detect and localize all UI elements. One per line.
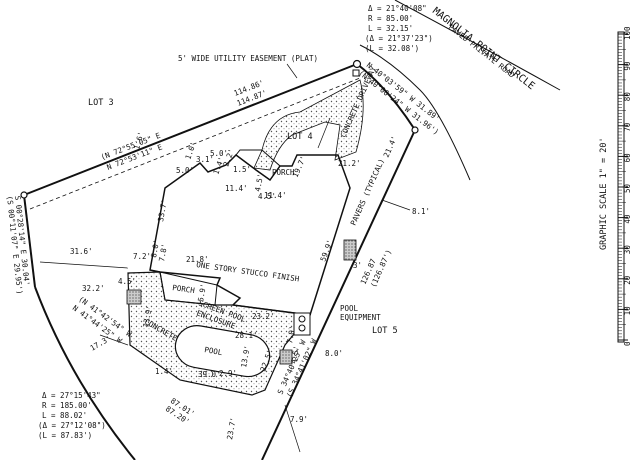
scale-tick-label: 10 bbox=[623, 306, 632, 316]
property-boundary bbox=[20, 0, 561, 460]
lot-5-label: LOT 5 bbox=[372, 326, 398, 336]
curve-delta-record: (Δ = 27°12'08") bbox=[38, 421, 106, 430]
driveway bbox=[253, 79, 364, 171]
scale-tick-label: 30 bbox=[623, 245, 632, 255]
dim-label: 7.0' bbox=[285, 325, 297, 344]
dim-label: 21.8' bbox=[186, 255, 209, 264]
curve-data-bottom: Δ = 27°15'43" R = 185.00' L = 88.02' (Δ … bbox=[38, 391, 106, 440]
curve-delta: Δ = 27°15'43" bbox=[42, 391, 101, 400]
easement-label: 5' WIDE UTILITY EASEMENT (PLAT) bbox=[178, 54, 318, 63]
curve-length: L = 32.15' bbox=[368, 24, 413, 33]
pool-label: POOL bbox=[204, 345, 224, 357]
curve-length-record: (L = 87.83') bbox=[38, 431, 92, 440]
scale-tick-label: 20 bbox=[623, 275, 632, 285]
road-subtitle: PAVED PRIVATE ROAD bbox=[447, 22, 517, 79]
scale-tick-label: 90 bbox=[623, 61, 632, 71]
house-label: ONE STORY STUCCO FINISH bbox=[196, 260, 301, 283]
easement-line bbox=[29, 77, 361, 210]
dim-label: 17.3' bbox=[89, 334, 113, 353]
rear-porch-label: PORCH bbox=[172, 283, 196, 295]
graphic-scale: GRAPHIC SCALE 1" = 20' 10090807060504030… bbox=[599, 26, 632, 346]
dim-label: 5.0' bbox=[210, 149, 228, 158]
scale-tick-label: 60 bbox=[623, 153, 632, 163]
dim-label: 4.5' bbox=[289, 345, 301, 364]
curve-radius: R = 185.00' bbox=[42, 401, 92, 410]
curve-delta: Δ = 21°40'08" bbox=[368, 4, 427, 13]
west-boundary-line bbox=[23, 194, 36, 288]
west-labels: (S 00°11'07" E 29.95') S 00°28'14" E 30.… bbox=[5, 195, 31, 295]
dim-label: 11.4' bbox=[225, 184, 248, 193]
dim-label: 28.1' bbox=[235, 331, 258, 340]
lot-3-label: LOT 3 bbox=[88, 98, 114, 108]
dim-label: 13.9' bbox=[141, 305, 154, 329]
dim-label: 4.5' bbox=[258, 192, 276, 201]
road-right-of-way bbox=[359, 44, 471, 181]
dim-label: 4.5' bbox=[118, 277, 136, 286]
corner-marker-icon bbox=[352, 69, 360, 77]
dim-label: 8.0' bbox=[149, 239, 161, 258]
dim-label: 4.5' bbox=[253, 173, 265, 192]
scale-tick-label: 70 bbox=[623, 122, 632, 132]
north-boundary-line bbox=[23, 63, 358, 196]
dim-label: 33.7' bbox=[156, 199, 169, 223]
dim-label: 23.7' bbox=[225, 417, 238, 441]
dim-label: 3' bbox=[353, 261, 362, 270]
dim-label: 21.4' bbox=[382, 135, 399, 159]
pavers-patch bbox=[343, 239, 357, 261]
curve-length: L = 88.02' bbox=[42, 411, 87, 420]
pool-equipment-label-1: POOL bbox=[340, 304, 359, 313]
corner-monument-icon bbox=[352, 59, 362, 69]
east-boundary-line bbox=[261, 129, 416, 460]
pool-outline bbox=[174, 325, 271, 378]
dim-label: 31.6' bbox=[70, 247, 93, 256]
dim-label: 59.9' bbox=[318, 238, 334, 262]
dim-label: 8.1' bbox=[412, 207, 430, 216]
dim-label: 39.0' bbox=[198, 370, 221, 379]
curve-data-top: Δ = 21°40'08" R = 85.00' L = 32.15' (Δ =… bbox=[365, 4, 433, 53]
curve-radius: R = 85.00' bbox=[368, 14, 413, 23]
corner-monument-icon bbox=[20, 191, 28, 199]
dim-label: 23.2' bbox=[252, 312, 275, 321]
pavers-patch bbox=[279, 349, 293, 365]
southwest-curve-boundary bbox=[34, 286, 136, 460]
scale-tick-label: 80 bbox=[623, 92, 632, 102]
dim-label: 3.1' bbox=[196, 155, 214, 164]
dim-label: 1.5' bbox=[233, 165, 251, 174]
scale-tick-label: 50 bbox=[623, 183, 632, 193]
dim-label: 7.2' bbox=[133, 252, 151, 261]
dim-label: 2.9' bbox=[219, 369, 237, 378]
dim-label: 11.4' bbox=[264, 191, 287, 200]
scale-tick-label: 0 bbox=[623, 341, 632, 346]
dim-label: 5.0' bbox=[176, 166, 194, 175]
dim-label: 8.0' bbox=[325, 349, 343, 358]
dim-label: 32.2' bbox=[82, 284, 105, 293]
pavers-patch bbox=[126, 289, 142, 305]
curve-length-record: (L = 32.08') bbox=[365, 44, 419, 53]
road-curve-boundary bbox=[356, 63, 416, 131]
road-label: MAGNOLIA POINT CIRCLE PAVED PRIVATE ROAD bbox=[430, 6, 536, 93]
curve-delta-record: (Δ = 21°37'23") bbox=[365, 34, 433, 43]
dim-label: 7.9' bbox=[290, 415, 308, 424]
dim-label: 1.4' bbox=[155, 367, 173, 376]
lot-4-label: LOT 4 bbox=[287, 132, 313, 142]
dim-label: 19.7' bbox=[291, 155, 308, 179]
scale-title: GRAPHIC SCALE 1" = 20' bbox=[599, 137, 609, 250]
dim-label: 5.9' bbox=[196, 283, 208, 302]
pool-enclosure bbox=[126, 239, 357, 396]
road-edge bbox=[394, 0, 561, 91]
corner-monument-icon bbox=[411, 126, 419, 134]
scale-tick-label: 100 bbox=[623, 26, 632, 40]
pool-equipment-label-2: EQUIPMENT bbox=[340, 313, 381, 322]
dim-label: 21.2' bbox=[338, 159, 361, 168]
dim-label: 13.9' bbox=[239, 345, 252, 369]
dim-label: 7.8' bbox=[157, 243, 169, 262]
porch-label: PORCH bbox=[272, 168, 295, 177]
pool-equipment bbox=[293, 312, 311, 336]
scale-tick-label: 40 bbox=[623, 214, 632, 224]
dimension-lines bbox=[39, 117, 411, 453]
